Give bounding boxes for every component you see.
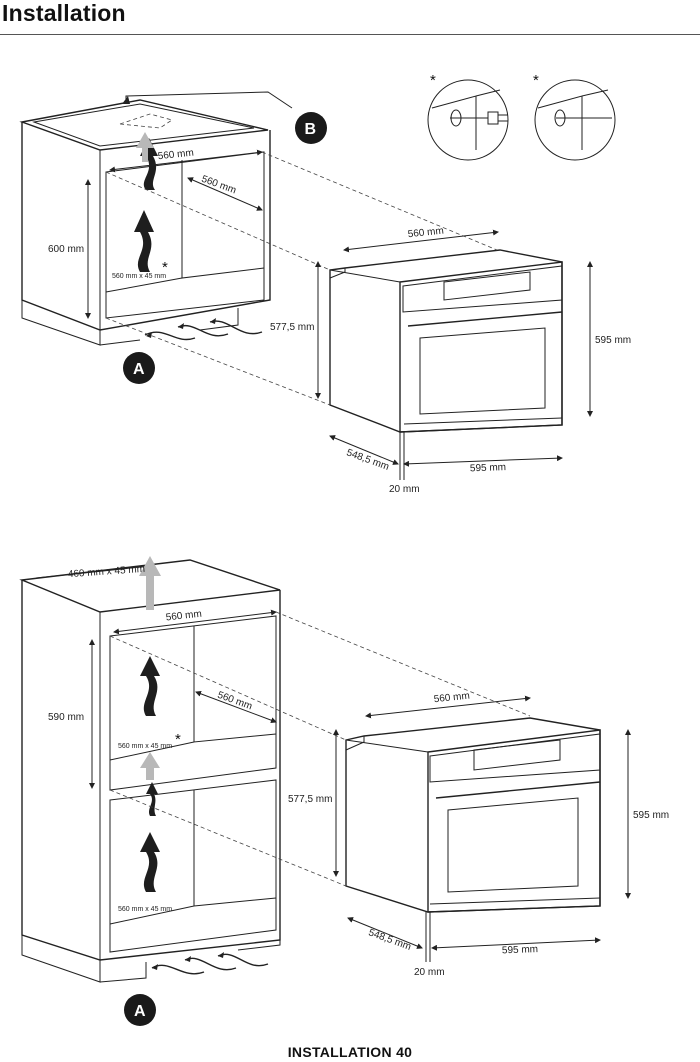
badge-a-2 — [124, 994, 156, 1026]
svg-text:*: * — [430, 72, 436, 89]
fig1-oven-front-depth: 20 mm — [389, 484, 420, 495]
badge-a-label: A — [133, 361, 145, 378]
oven-drawing-2 — [345, 717, 601, 913]
title-divider — [0, 34, 700, 35]
badge-b — [295, 112, 327, 144]
fig2-vent-asterisk: * — [175, 731, 181, 748]
fig1-cabinet-width: 560 mm — [157, 148, 194, 163]
fig2-cabinet-height: 590 mm — [48, 712, 84, 723]
fig1-vent-opening: 560 mm x 45 mm — [112, 273, 166, 280]
fig2-top-vent: 460 mm x 45 mm — [68, 564, 146, 580]
fig1-cabinet-height: 600 mm — [48, 244, 84, 255]
fig2-vent-opening-mid: 560 mm x 45 mm — [118, 743, 172, 750]
page-footer: INSTALLATION 40 — [287, 1044, 413, 1060]
badge-b-label: B — [305, 121, 317, 138]
fig1-vent-asterisk: * — [162, 259, 168, 276]
tall-cabinet-drawing — [19, 559, 281, 983]
fig1-oven-width-bottom: 595 mm — [470, 462, 506, 474]
page-title: Installation — [2, 0, 126, 26]
fig2-oven-front-depth: 20 mm — [414, 967, 445, 978]
installation-diagram-tall-cabinet: 460 mm x 45 mm 560 mm 560 mm 590 mm 560 … — [19, 556, 669, 1026]
fig2-oven-depth: 548,5 mm — [367, 927, 413, 953]
fig2-oven-side-height: 577,5 mm — [288, 794, 332, 805]
fig2-oven-width-top: 560 mm — [433, 691, 470, 706]
fig1-cabinet-depth: 560 mm — [200, 174, 238, 197]
airflow-arrow-icon — [139, 556, 269, 975]
oven-drawing — [329, 249, 563, 433]
fig2-cabinet-width: 560 mm — [165, 609, 202, 624]
fig2-vent-opening-low: 560 mm x 45 mm — [118, 906, 172, 913]
fig2-oven-height: 595 mm — [633, 810, 669, 821]
installation-diagram-under-counter: 560 mm 560 mm 600 mm 560 mm x 45 mm * B … — [19, 72, 631, 495]
fig2-cabinet-depth: 560 mm — [216, 690, 254, 713]
fig1-oven-width-top: 560 mm — [407, 226, 444, 241]
fig1-oven-side-height: 577,5 mm — [270, 322, 314, 333]
airflow-arrow-icon — [134, 132, 263, 341]
fig2-oven-width-bottom: 595 mm — [502, 944, 538, 956]
fig1-oven-height: 595 mm — [595, 335, 631, 346]
badge-a — [123, 352, 155, 384]
badge-a-2-label: A — [134, 1003, 146, 1020]
svg-text:*: * — [533, 72, 539, 89]
plug-detail: * * — [427, 72, 616, 161]
